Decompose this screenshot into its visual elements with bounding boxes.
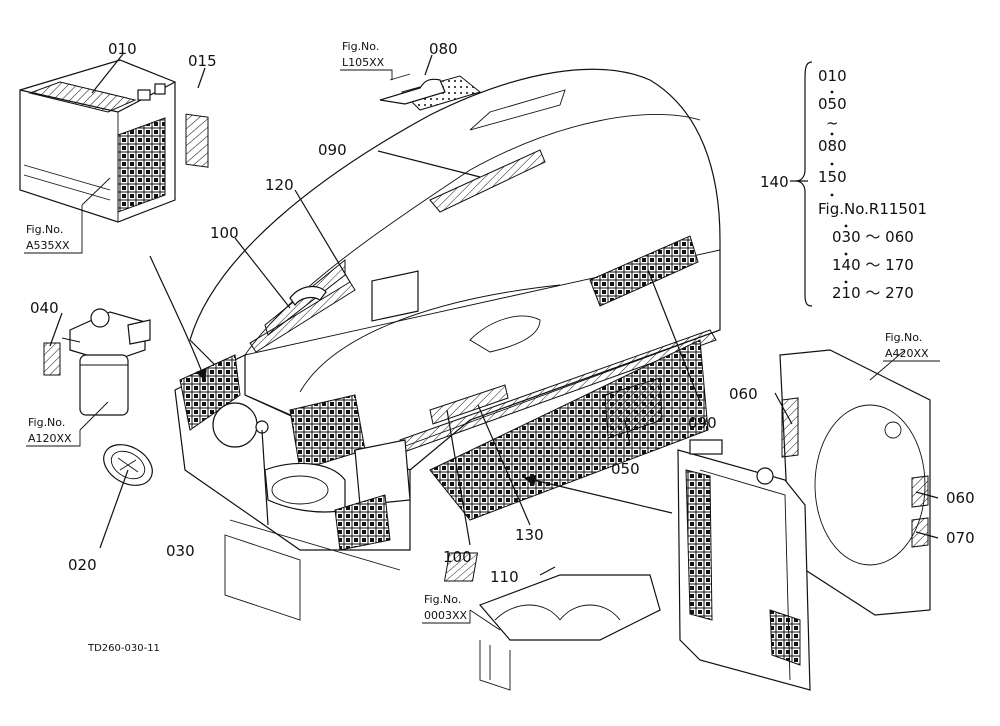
fig-ref-a420: Fig.No. A420XX (883, 331, 940, 362)
fuel-filter-illustration (61, 308, 151, 416)
engine-block-illustration (478, 574, 661, 691)
svg-text:0003XX: 0003XX (424, 609, 468, 622)
svg-text:L105XX: L105XX (342, 56, 385, 69)
front-grille-illustration (174, 354, 411, 621)
svg-text:A420XX: A420XX (885, 347, 929, 360)
svg-text:Fig.No.: Fig.No. (424, 593, 461, 606)
callout-090: 090 (318, 141, 347, 159)
legend-item-080: 080 (818, 137, 847, 155)
svg-text:Fig.No.: Fig.No. (342, 40, 379, 53)
callout-100: 100 (210, 224, 239, 242)
legend-item-010: 010 (818, 67, 847, 85)
drawing-code: TD260-030-11 (87, 643, 160, 654)
battery-illustration (19, 59, 176, 223)
legend-item-210-270: 210 ～ 270 (832, 284, 914, 302)
callout-120: 120 (265, 176, 294, 194)
svg-text:A120XX: A120XX (28, 432, 72, 445)
callout-020: 020 (68, 556, 97, 574)
callout-070: 070 (946, 529, 975, 547)
legend-item-tilde: ~ (826, 114, 839, 132)
callout-060b: 060 (946, 489, 975, 507)
callout-130: 130 (515, 526, 544, 544)
legend-140: 010 050 ~ 080 150 Fig.No.R11501 030 ～ 06… (818, 67, 927, 302)
legend-brace (795, 61, 813, 307)
legend-item-fig-r11501: Fig.No.R11501 (818, 200, 927, 218)
label-015 (185, 113, 209, 168)
callout-040: 040 (30, 299, 59, 317)
fig-ref-0003: Fig.No. 0003XX (422, 593, 471, 624)
radiator-core-illustration (677, 439, 811, 691)
callout-030: 030 (166, 542, 195, 560)
cap-020 (103, 444, 153, 486)
callout-140: 140 (760, 173, 789, 191)
label-110 (443, 552, 479, 582)
legend-item-150: 150 (818, 168, 847, 186)
radiator-illustration (779, 349, 931, 616)
fig-ref-l105: Fig.No. L105XX (340, 40, 393, 80)
fig-ref-a120: Fig.No. A120XX (26, 416, 81, 447)
label-040 (43, 342, 61, 376)
svg-text:Fig.No.: Fig.No. (26, 223, 63, 236)
legend-item-050: 050 (818, 95, 847, 113)
callout-100b: 100 (443, 548, 472, 566)
svg-text:Fig.No.: Fig.No. (28, 416, 65, 429)
hood-illustration (189, 68, 721, 521)
svg-text:Fig.No.: Fig.No. (885, 331, 922, 344)
callout-060: 060 (729, 385, 758, 403)
callout-110: 110 (490, 568, 519, 586)
callout-090b: 090 (688, 414, 717, 432)
callout-050: 050 (611, 460, 640, 478)
leader-lines (49, 53, 939, 631)
callout-080: 080 (429, 40, 458, 58)
legend-item-140-170: 140 ～ 170 (832, 256, 914, 274)
callout-010: 010 (108, 40, 137, 58)
svg-text:A535XX: A535XX (26, 239, 70, 252)
fig-ref-a535: Fig.No. A535XX (24, 205, 83, 254)
legend-item-030-060: 030 ～ 060 (832, 228, 914, 246)
callout-015: 015 (188, 52, 217, 70)
